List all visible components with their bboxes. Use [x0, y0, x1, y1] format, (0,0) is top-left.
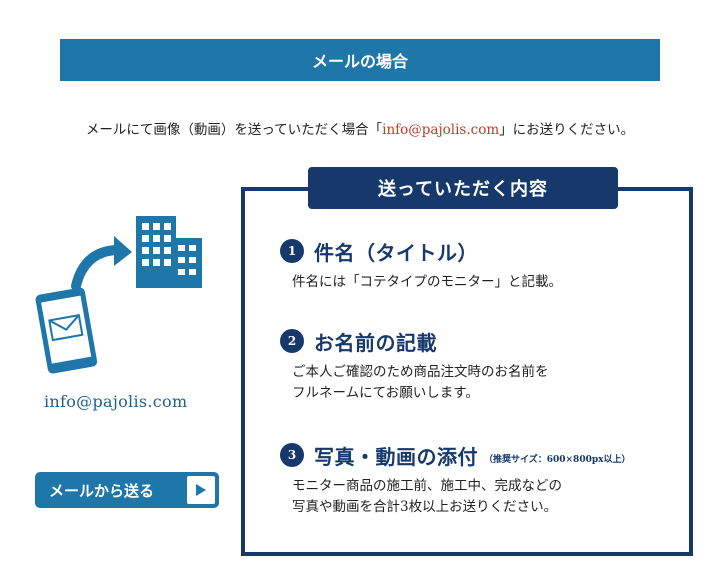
phone-mail-icon [35, 287, 98, 374]
recommended-size-note: （推奨サイズ：600×800px以上） [484, 454, 631, 465]
send-mail-button[interactable]: メールから送る [35, 472, 219, 508]
item-title: お名前の記載 [314, 330, 437, 355]
item-subject: 1 件名（タイトル） 件名には「コテタイプのモニター」と記載。 [280, 236, 562, 293]
intro-email-link[interactable]: info@pajolis.com [382, 122, 500, 138]
mail-to-office-illustration [35, 216, 202, 374]
section-header: メールの場合 [60, 39, 660, 81]
content-panel [241, 187, 693, 556]
section-title: メールの場合 [311, 52, 408, 71]
item-number: 1 [280, 239, 304, 263]
item-number: 2 [280, 329, 304, 353]
item-description: 件名には「コテタイプのモニター」と記載。 [292, 274, 562, 290]
arrow-icon [71, 236, 132, 291]
send-mail-button-label: メールから送る [49, 481, 155, 500]
item-description: ご本人ご確認のため商品注文時のお名前を フルネームにてお願いします。 [292, 364, 549, 401]
panel-title: 送っていただく内容 [308, 167, 618, 209]
item-description: モニター商品の施工前、施工中、完成などの 写真や動画を合計3枚以上お送りください… [292, 478, 562, 515]
item-name: 2 お名前の記載 ご本人ご確認のため商品注文時のお名前を フルネームにてお願いし… [280, 326, 549, 404]
item-title: 写真・動画の添付 [314, 444, 478, 469]
building-icon [136, 216, 202, 288]
item-title: 件名（タイトル） [314, 240, 478, 265]
sidebar-email[interactable]: info@pajolis.com [44, 392, 188, 411]
item-number: 3 [280, 443, 304, 467]
item-attachment: 3 写真・動画の添付 （推奨サイズ：600×800px以上） モニター商品の施工… [280, 440, 631, 518]
play-arrow-icon [187, 476, 215, 504]
intro-text: メールにて画像（動画）を送っていただく場合「info@pajolis.com」に… [85, 122, 635, 138]
